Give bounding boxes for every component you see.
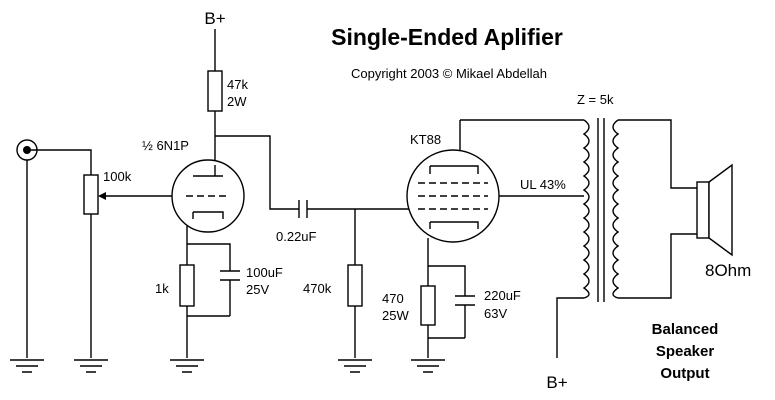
bplus-bottom-label: B+ (546, 373, 567, 392)
transformer-secondary-winding (612, 119, 620, 299)
cathode-1-ground-wire (186, 306, 230, 358)
cathode-capacitor-2 (455, 295, 475, 338)
bplus-top-label: B+ (204, 9, 225, 28)
cathode-resistor-2-value: 470 (382, 291, 404, 306)
output-label-line2: Speaker (656, 343, 715, 360)
input-jack (16, 139, 92, 358)
transformer-impedance-label: Z = 5k (577, 92, 614, 107)
volume-pot-label: 100k (103, 169, 132, 184)
ground-symbol-cathode-1 (170, 359, 204, 373)
volume-potentiometer (83, 174, 173, 358)
plate-resistor-power: 2W (227, 94, 247, 109)
ground-symbol-grid (338, 359, 372, 373)
coupling-capacitor (298, 200, 412, 218)
speaker-impedance-label: 8Ohm (705, 261, 751, 280)
ground-symbol-pot (74, 359, 108, 373)
secondary-bottom-wire (618, 233, 697, 299)
output-label-line1: Balanced (652, 321, 719, 338)
cathode-resistor-2-power: 25W (382, 308, 409, 323)
cathode-resistor-2 (420, 285, 436, 326)
copyright-notice: Copyright 2003 © Mikael Abdellah (351, 66, 547, 81)
output-label-line3: Output (660, 365, 709, 382)
cathode-resistor-1 (179, 264, 195, 307)
coupling-cap-label: 0.22uF (276, 229, 317, 244)
cathode-cap-1-voltage: 25V (246, 282, 269, 297)
triode-label: ½ 6N1P (142, 138, 189, 153)
plate-resistor (207, 70, 223, 112)
ultralinear-label: UL 43% (520, 177, 566, 192)
cathode-cap-2-value: 220uF (484, 288, 521, 303)
plate-resistor-value: 47k (227, 77, 248, 92)
ground-symbol-cathode-2 (411, 359, 445, 373)
ground-symbol-input (10, 359, 44, 373)
cathode-resistor-1-label: 1k (155, 281, 169, 296)
speaker-icon (696, 163, 733, 257)
cathode-cap-2-voltage: 63V (484, 306, 507, 321)
cathode-1-bypass-top (187, 243, 231, 271)
cathode-2-bypass-top (428, 265, 466, 296)
plate-to-coupling-wire (215, 135, 299, 210)
primary-bplus-wire (556, 297, 584, 358)
transformer-core (597, 118, 605, 302)
grid-resistor-label: 470k (303, 281, 332, 296)
grid-resistor (347, 264, 363, 307)
transformer-primary-winding (582, 119, 590, 299)
secondary-top-wire (618, 119, 697, 189)
pentode-label: KT88 (410, 132, 441, 147)
cathode-cap-1-value: 100uF (246, 265, 283, 280)
triode-tube (171, 159, 245, 233)
schematic-title: Single-Ended Aplifier (331, 24, 563, 50)
cathode-capacitor-1 (220, 270, 240, 316)
cathode-2-ground-wire (427, 325, 465, 358)
